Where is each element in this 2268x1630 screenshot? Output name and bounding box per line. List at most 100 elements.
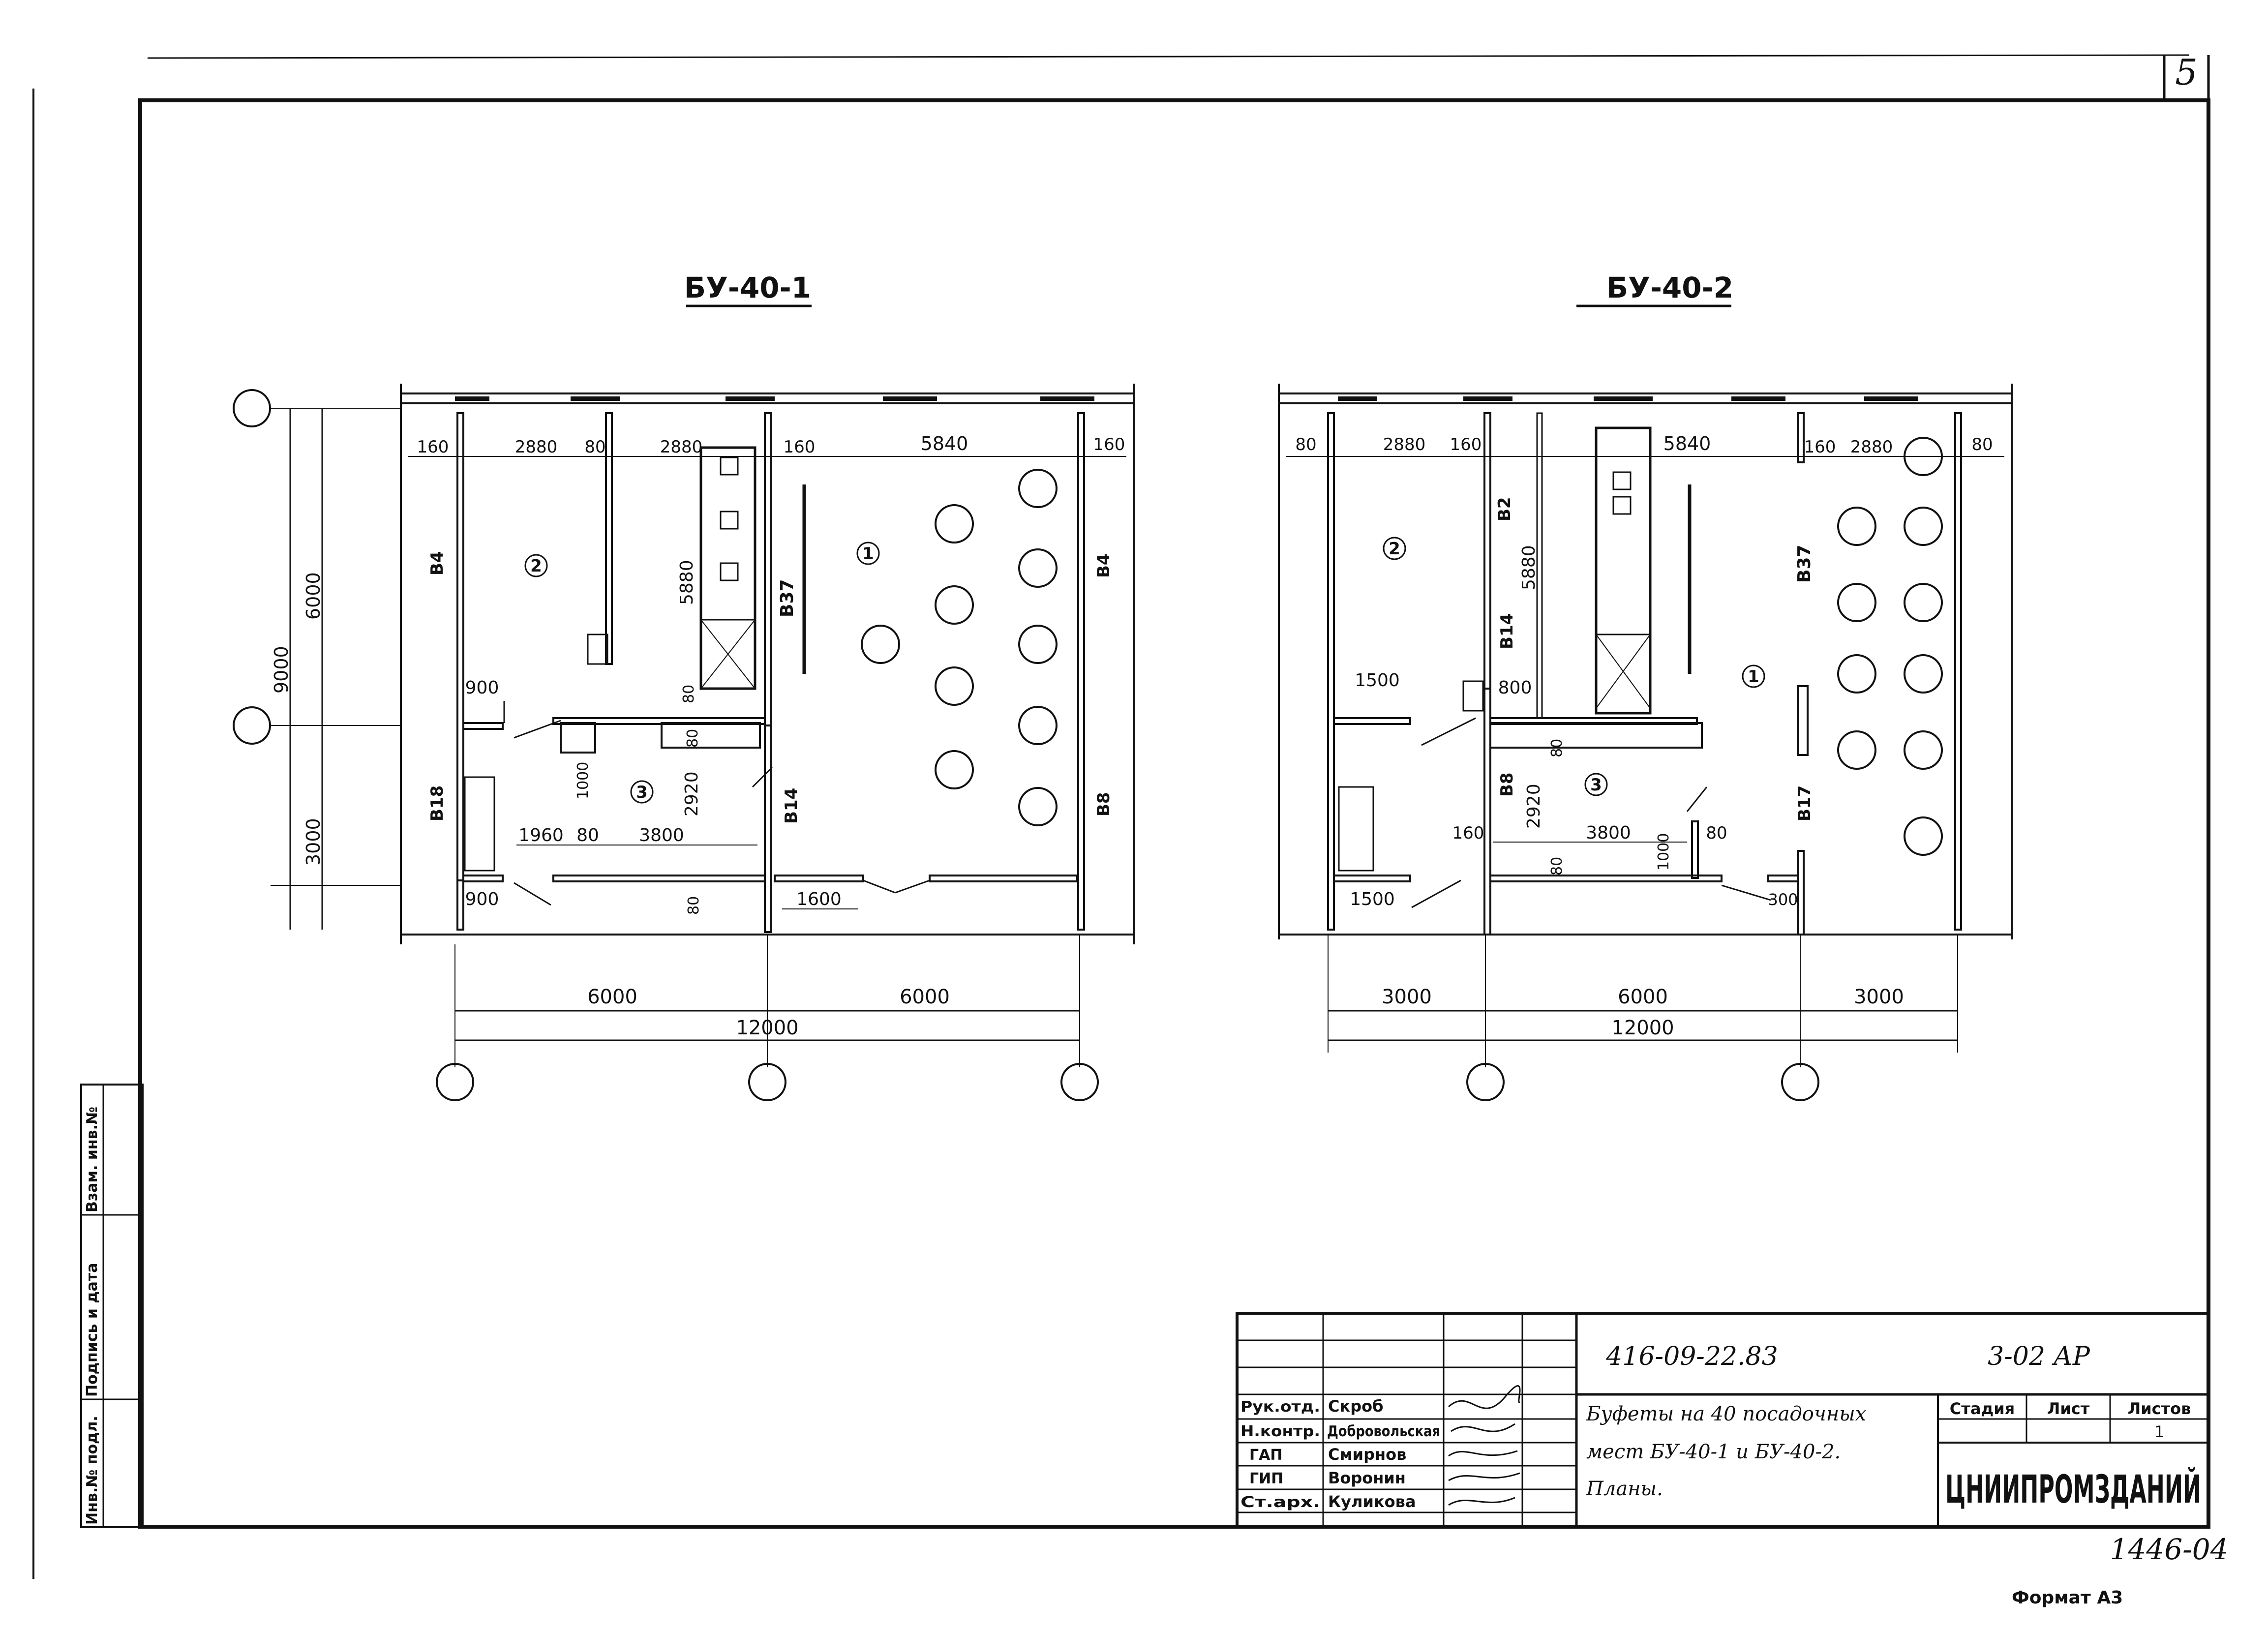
svg-text:6000: 6000 — [587, 986, 637, 1008]
plan1-room2: 2 — [530, 556, 542, 576]
archive-number: 1446-04 — [2110, 1533, 2228, 1566]
svg-text:300: 300 — [1768, 890, 1798, 909]
svg-text:Воронин: Воронин — [1328, 1469, 1406, 1487]
svg-text:5880: 5880 — [1519, 545, 1539, 590]
plan2-room2: 2 — [1389, 539, 1400, 559]
svg-text:80: 80 — [1706, 823, 1727, 843]
svg-text:2880: 2880 — [1383, 435, 1426, 454]
doc-title-line1: Буфеты на 40 посадочных — [1586, 1403, 1866, 1425]
col-sheet: Лист — [2047, 1399, 2090, 1418]
plan1-bottom-dims: 6000 6000 12000 — [436, 935, 1099, 1101]
svg-text:3000: 3000 — [1854, 986, 1904, 1008]
svg-text:В2: В2 — [1495, 497, 1514, 521]
svg-text:В37: В37 — [777, 579, 797, 617]
svg-text:80: 80 — [576, 825, 599, 845]
svg-text:Смирнов: Смирнов — [1328, 1445, 1406, 1464]
plan1-title: БУ-40-1 — [684, 271, 811, 304]
plan2-inner-dims: 5880 1500 800 80 2920 160 3800 80 1000 8… — [1350, 545, 1798, 909]
svg-text:В8: В8 — [1497, 772, 1517, 797]
svg-text:ГИП: ГИП — [1249, 1470, 1283, 1487]
svg-text:80: 80 — [1548, 739, 1566, 757]
plan1-wall-marks: В4 В37 В4 В18 В14 В8 — [427, 551, 1114, 824]
svg-text:В18: В18 — [427, 785, 447, 821]
svg-text:В14: В14 — [1497, 613, 1517, 649]
svg-text:Н.контр.: Н.контр. — [1240, 1423, 1320, 1440]
svg-text:80: 80 — [680, 685, 697, 703]
plan1-dim-6000: 6000 — [302, 572, 324, 620]
svg-text:ГАП: ГАП — [1249, 1447, 1282, 1464]
plan1-dim-9000: 9000 — [271, 646, 292, 694]
svg-text:2880: 2880 — [660, 437, 703, 457]
sheet-number: 5 — [2175, 52, 2198, 93]
svg-text:2920: 2920 — [1524, 784, 1544, 829]
doc-suffix: 3-02 АР — [1988, 1342, 2090, 1371]
svg-text:80: 80 — [1971, 435, 1993, 454]
svg-text:160: 160 — [1804, 437, 1836, 457]
svg-text:Скроб: Скроб — [1328, 1397, 1383, 1416]
col-stage: Стадия — [1950, 1399, 2015, 1418]
col-sheets: Листов — [2128, 1399, 2191, 1418]
plan1-dim-3000: 3000 — [302, 818, 324, 866]
svg-text:12000: 12000 — [736, 1017, 798, 1039]
svg-text:3800: 3800 — [639, 825, 684, 845]
organization: ЦНИИПРОМЗДАНИЙ — [1945, 1467, 2201, 1512]
plan2-title: БУ-40-2 — [1606, 271, 1733, 304]
svg-text:2880: 2880 — [1850, 437, 1893, 457]
svg-text:80: 80 — [584, 437, 605, 457]
svg-text:2920: 2920 — [682, 771, 702, 816]
svg-text:Куликова: Куликова — [1328, 1492, 1416, 1511]
svg-text:В37: В37 — [1794, 544, 1814, 583]
svg-text:3000: 3000 — [1382, 986, 1432, 1008]
plan2-tables — [1837, 437, 1943, 856]
svg-text:5880: 5880 — [677, 560, 697, 605]
plan2-room1: 1 — [1748, 667, 1759, 687]
svg-text:1000: 1000 — [575, 762, 592, 799]
side-inv-orig: Инв.№ подл. — [84, 1416, 101, 1525]
plan2-top-dims: 80 2880 160 5840 160 2880 80 — [1286, 433, 2004, 457]
svg-text:6000: 6000 — [1618, 986, 1668, 1008]
svg-text:160: 160 — [1093, 435, 1125, 454]
plan1-left-dims: 6000 9000 3000 — [233, 389, 401, 930]
svg-text:1000: 1000 — [1655, 833, 1672, 871]
svg-text:160: 160 — [1450, 435, 1482, 454]
sheets-value: 1 — [2154, 1422, 2164, 1441]
svg-text:В4: В4 — [1094, 553, 1114, 578]
svg-text:1960: 1960 — [518, 825, 564, 845]
plan-bu-40-2: БУ-40-2 — [1278, 271, 2013, 1101]
plan-bu-40-1: БУ-40-1 — [233, 271, 1135, 1101]
svg-text:6000: 6000 — [900, 986, 950, 1008]
svg-text:1600: 1600 — [796, 889, 842, 909]
svg-text:900: 900 — [465, 889, 499, 909]
side-stamp: Инв.№ подл. Подпись и дата Взам. инв.№ — [80, 1084, 144, 1528]
plan2-wall-marks: В2 В14 В37 В8 В17 — [1495, 497, 1814, 821]
svg-text:Рук.отд.: Рук.отд. — [1240, 1398, 1320, 1416]
plan2-room3: 3 — [1590, 775, 1602, 795]
plan1-room1: 1 — [862, 544, 874, 564]
svg-text:1500: 1500 — [1355, 670, 1400, 691]
doc-code: 416-09-22.83 — [1605, 1342, 1778, 1371]
svg-text:80: 80 — [684, 729, 701, 748]
svg-text:160: 160 — [784, 437, 816, 457]
format-note: Формат А3 — [2012, 1588, 2123, 1608]
svg-text:5840: 5840 — [921, 433, 968, 454]
doc-title-line2: мест БУ-40-1 и БУ-40-2. — [1586, 1441, 1841, 1463]
svg-text:1500: 1500 — [1350, 889, 1395, 909]
svg-text:80: 80 — [1548, 857, 1566, 875]
doc-title-line3: Планы. — [1586, 1478, 1663, 1500]
svg-text:В14: В14 — [782, 788, 801, 824]
side-swap-inv: Взам. инв.№ — [84, 1107, 101, 1212]
svg-text:В8: В8 — [1094, 792, 1114, 816]
signatures — [1448, 1385, 1521, 1506]
svg-text:800: 800 — [1498, 678, 1532, 698]
plan1-room3: 3 — [636, 783, 648, 802]
plan1-tables — [861, 469, 1058, 826]
title-block: 416-09-22.83 3-02 АР Буфеты на 40 посадо… — [1236, 1312, 2210, 1528]
sheet-frame — [32, 54, 2210, 1579]
svg-text:80: 80 — [1295, 435, 1316, 454]
svg-text:В17: В17 — [1795, 785, 1814, 821]
svg-text:900: 900 — [465, 678, 499, 698]
svg-text:80: 80 — [685, 896, 702, 915]
plan2-bottom-dims: 3000 6000 3000 12000 — [1328, 935, 1958, 1101]
plan1-inner-dims: 5880 80 2920 80 1960 80 3800 1000 900 90… — [465, 560, 858, 915]
